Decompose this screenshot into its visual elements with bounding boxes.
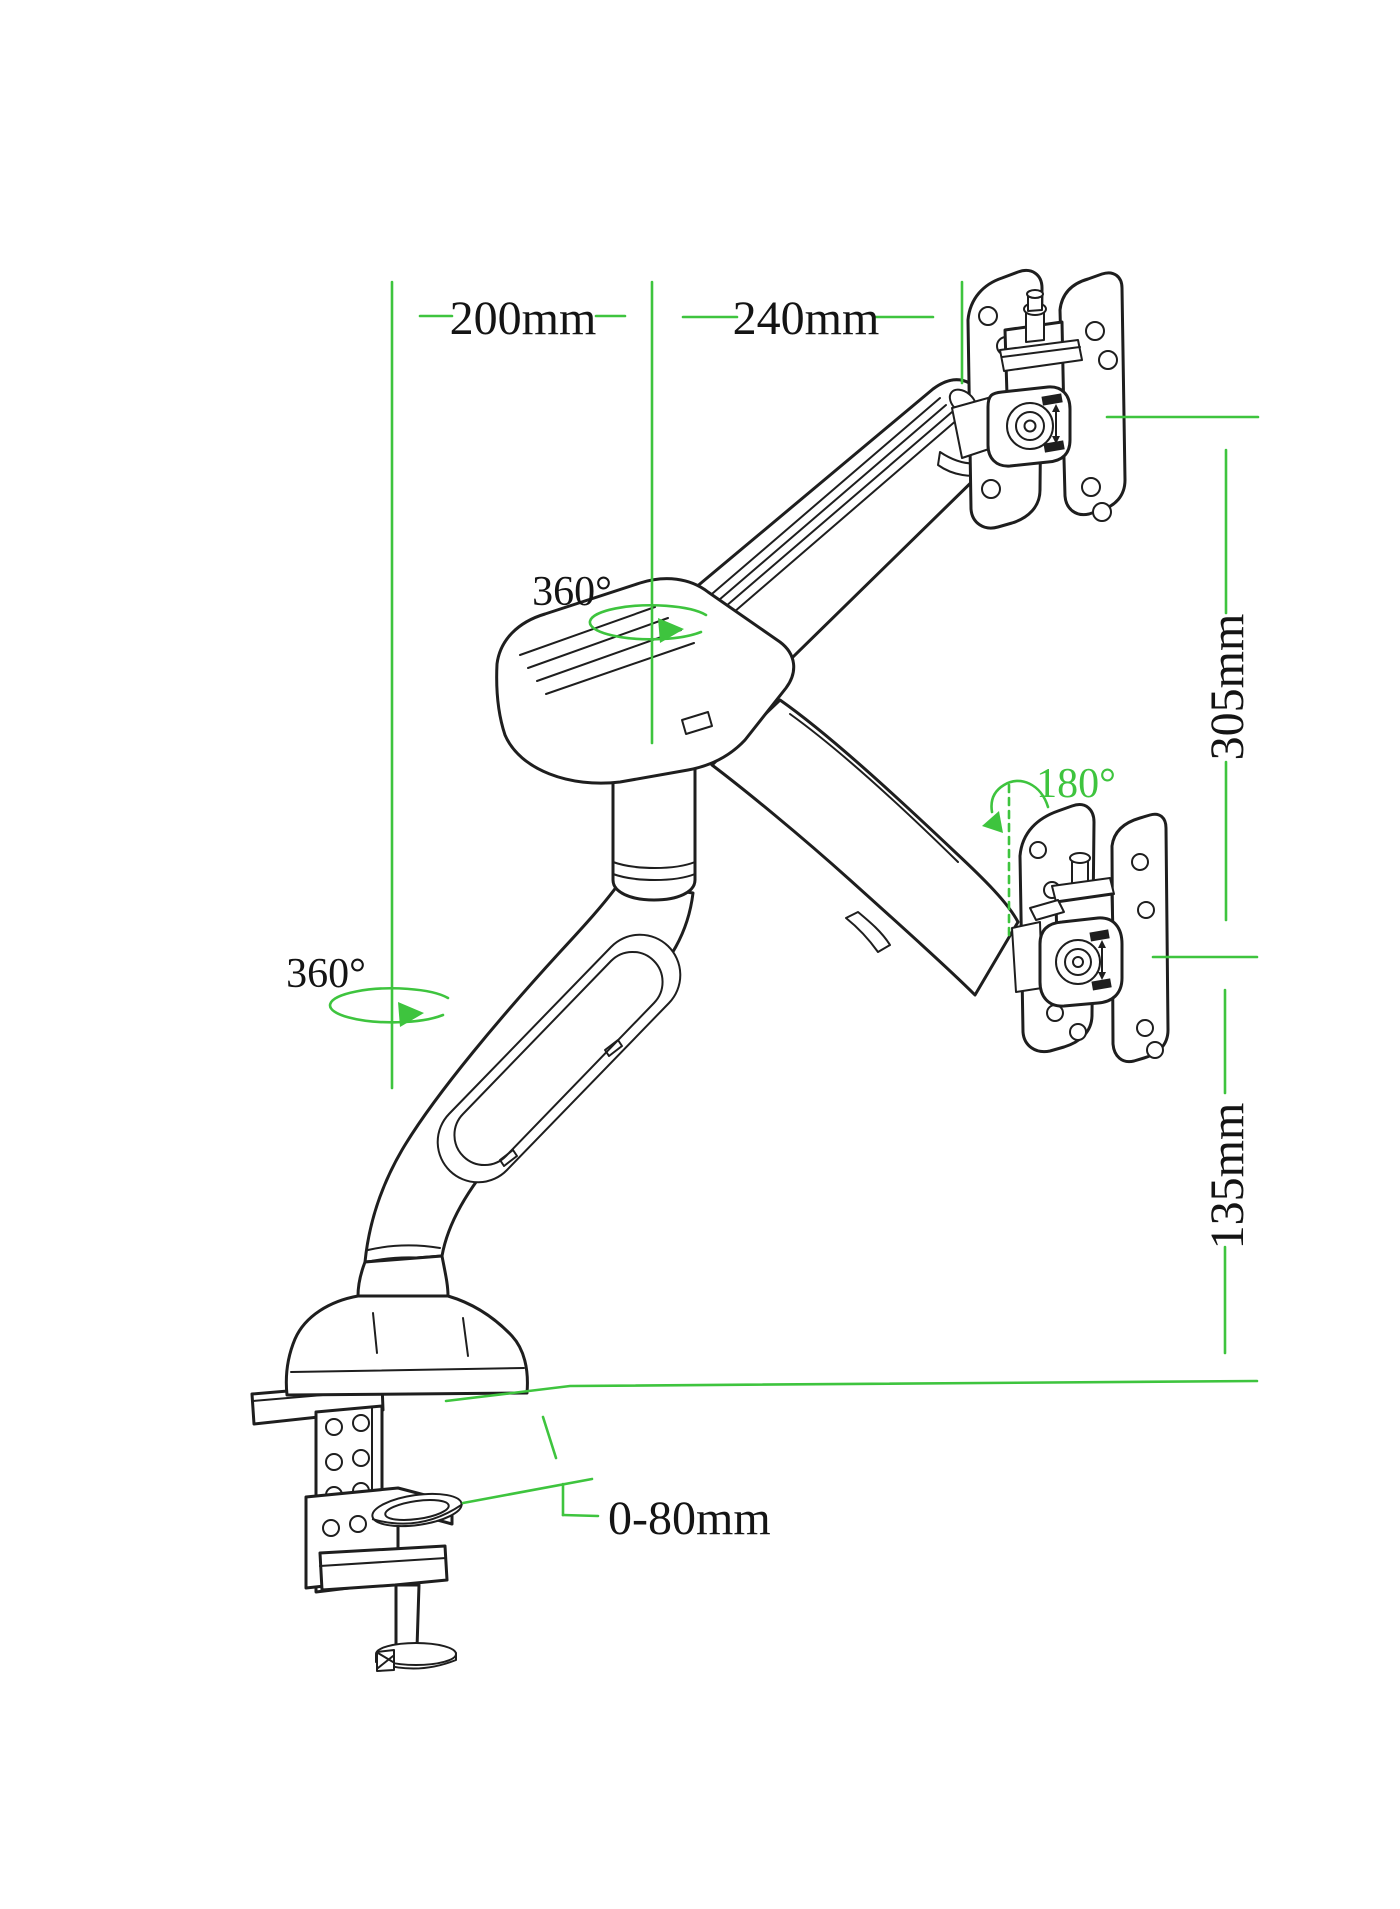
swivel-elbow bbox=[495, 577, 796, 902]
elbow-swivel-arrowhead-icon bbox=[658, 618, 684, 643]
rotation-label-vesa-180: 180° bbox=[1036, 761, 1116, 807]
upper-tilt-arrow-down bbox=[1052, 436, 1060, 444]
dim-label-305mm: 305mm bbox=[1201, 614, 1254, 761]
dim-label-135mm: 135mm bbox=[1201, 1103, 1254, 1250]
clamp-range-leader bbox=[541, 1415, 558, 1460]
upper-tilt-stop-top bbox=[1041, 393, 1063, 406]
lower-arm-latch bbox=[845, 911, 891, 953]
vesa-hole bbox=[1092, 502, 1112, 522]
lower-tilt-ring-outer bbox=[1055, 939, 1101, 985]
vesa-hole bbox=[1146, 1041, 1164, 1059]
vesa-swivel-arc bbox=[990, 779, 1050, 814]
vesa-hole bbox=[981, 479, 1001, 499]
lower-tilt-ring-inner bbox=[1072, 956, 1084, 968]
upper-vesa-thumbscrew-top bbox=[1026, 289, 1044, 299]
lower-vesa-thumbscrew-top bbox=[1069, 852, 1091, 864]
upper-tilt-ring-outer bbox=[1006, 402, 1054, 450]
elbow-cylinder-ring bbox=[612, 873, 696, 881]
lower-tilt-arrow-up bbox=[1098, 940, 1106, 948]
desk-level-line bbox=[444, 1379, 1259, 1403]
lower-arm-seam bbox=[789, 713, 959, 863]
clamp-hole bbox=[325, 1453, 343, 1471]
vesa-hole bbox=[1131, 853, 1149, 871]
desk-clamp bbox=[250, 1381, 463, 1672]
lower-arm-body bbox=[710, 698, 1020, 997]
clamp-range-bracket-slant bbox=[461, 1477, 594, 1505]
vesa-hole bbox=[1085, 321, 1105, 341]
dim-label-clamp-range: 0-80mm bbox=[608, 1492, 771, 1545]
clamp-bottom-plate-edge bbox=[319, 1557, 447, 1567]
rotation-label-elbow-360: 360° bbox=[532, 569, 612, 615]
upper-vesa-washer-plate bbox=[999, 339, 1083, 372]
vesa-hole bbox=[1081, 477, 1101, 497]
base-dome-panel-line-right bbox=[462, 1317, 469, 1357]
clamp-hole bbox=[325, 1418, 343, 1436]
upper-vesa-plate-right-wing bbox=[1058, 271, 1127, 517]
elbow-cap-latch bbox=[681, 711, 713, 735]
lower-vesa-hinge-lever bbox=[1029, 899, 1065, 921]
lower-arm bbox=[710, 698, 1020, 997]
vesa-swivel-arrow bbox=[982, 779, 1050, 939]
gas-spring-cover-slot bbox=[436, 933, 682, 1184]
lower-tilt-ring-mid bbox=[1064, 948, 1092, 976]
elbow-cap-rib bbox=[519, 606, 656, 656]
clamp-screw-block-mark bbox=[377, 1652, 394, 1669]
lower-vesa-plate-right-wing bbox=[1110, 812, 1170, 1064]
clamp-hole bbox=[349, 1515, 367, 1533]
riser-base-flare bbox=[356, 1254, 450, 1298]
clamp-hole bbox=[352, 1449, 370, 1467]
elbow-cap bbox=[495, 577, 796, 785]
vesa-swivel-arrowhead-icon bbox=[982, 811, 1003, 833]
upper-tilt-ring-inner bbox=[1023, 419, 1037, 433]
dim-label-200mm: 200mm bbox=[450, 292, 597, 345]
lower-vesa-mount bbox=[1011, 803, 1170, 1064]
upper-vesa-washer-edge bbox=[1001, 346, 1081, 358]
monitor-arm-drawing bbox=[250, 269, 1170, 1672]
riser-slot-notch-upper bbox=[604, 1039, 623, 1057]
elbow-cylinder-ring bbox=[612, 861, 696, 869]
clamp-range-bracket-foot bbox=[561, 1513, 600, 1518]
lower-vesa-hinge-block bbox=[1011, 921, 1043, 993]
clamp-hole bbox=[352, 1414, 370, 1432]
vesa-hole bbox=[1098, 350, 1118, 370]
elbow-swivel-arrow bbox=[588, 604, 708, 643]
upper-vesa-mount bbox=[948, 269, 1127, 530]
clamp-screw-pole bbox=[394, 1583, 421, 1650]
upper-tilt-arrow-up bbox=[1052, 404, 1060, 412]
lower-tilt-stop-bottom bbox=[1091, 978, 1112, 991]
base-swivel-arrowhead-icon bbox=[398, 1002, 424, 1027]
vesa-hole bbox=[1029, 841, 1047, 859]
elbow-cap-rib bbox=[527, 617, 669, 669]
vesa-hole bbox=[1136, 1019, 1154, 1037]
dim-label-240mm: 240mm bbox=[733, 292, 880, 345]
upper-tilt-ring-mid bbox=[1015, 411, 1045, 441]
vesa-hole bbox=[1069, 1023, 1087, 1041]
base-dome bbox=[284, 1294, 529, 1397]
vesa-hole bbox=[978, 306, 998, 326]
lower-tilt-arrow-down bbox=[1098, 972, 1106, 980]
vesa-hole bbox=[1137, 901, 1155, 919]
elbow-cylinder bbox=[611, 758, 697, 902]
dimension-annotations bbox=[328, 280, 1260, 1518]
clamp-foot-pad bbox=[371, 1492, 463, 1528]
rotation-label-base-360: 360° bbox=[286, 951, 366, 997]
base-dome-panel-line-left bbox=[372, 1312, 378, 1354]
base-dome-bottom-edge bbox=[290, 1367, 525, 1373]
clamp-hole bbox=[322, 1519, 340, 1537]
clamp-bottom-plate bbox=[318, 1544, 449, 1592]
base-swivel-arrow bbox=[328, 987, 450, 1027]
elbow-cap-rib bbox=[545, 642, 695, 695]
riser-ring-upper bbox=[367, 1244, 441, 1251]
lower-tilt-stop-top bbox=[1089, 929, 1110, 942]
upper-tilt-stop-bottom bbox=[1043, 440, 1065, 453]
riser-arm bbox=[356, 880, 695, 1298]
riser-slot-notch-lower bbox=[499, 1149, 518, 1167]
dimension-labels: 200mm 240mm 305mm 135mm 0-80mm 360° 360°… bbox=[286, 292, 1254, 1545]
